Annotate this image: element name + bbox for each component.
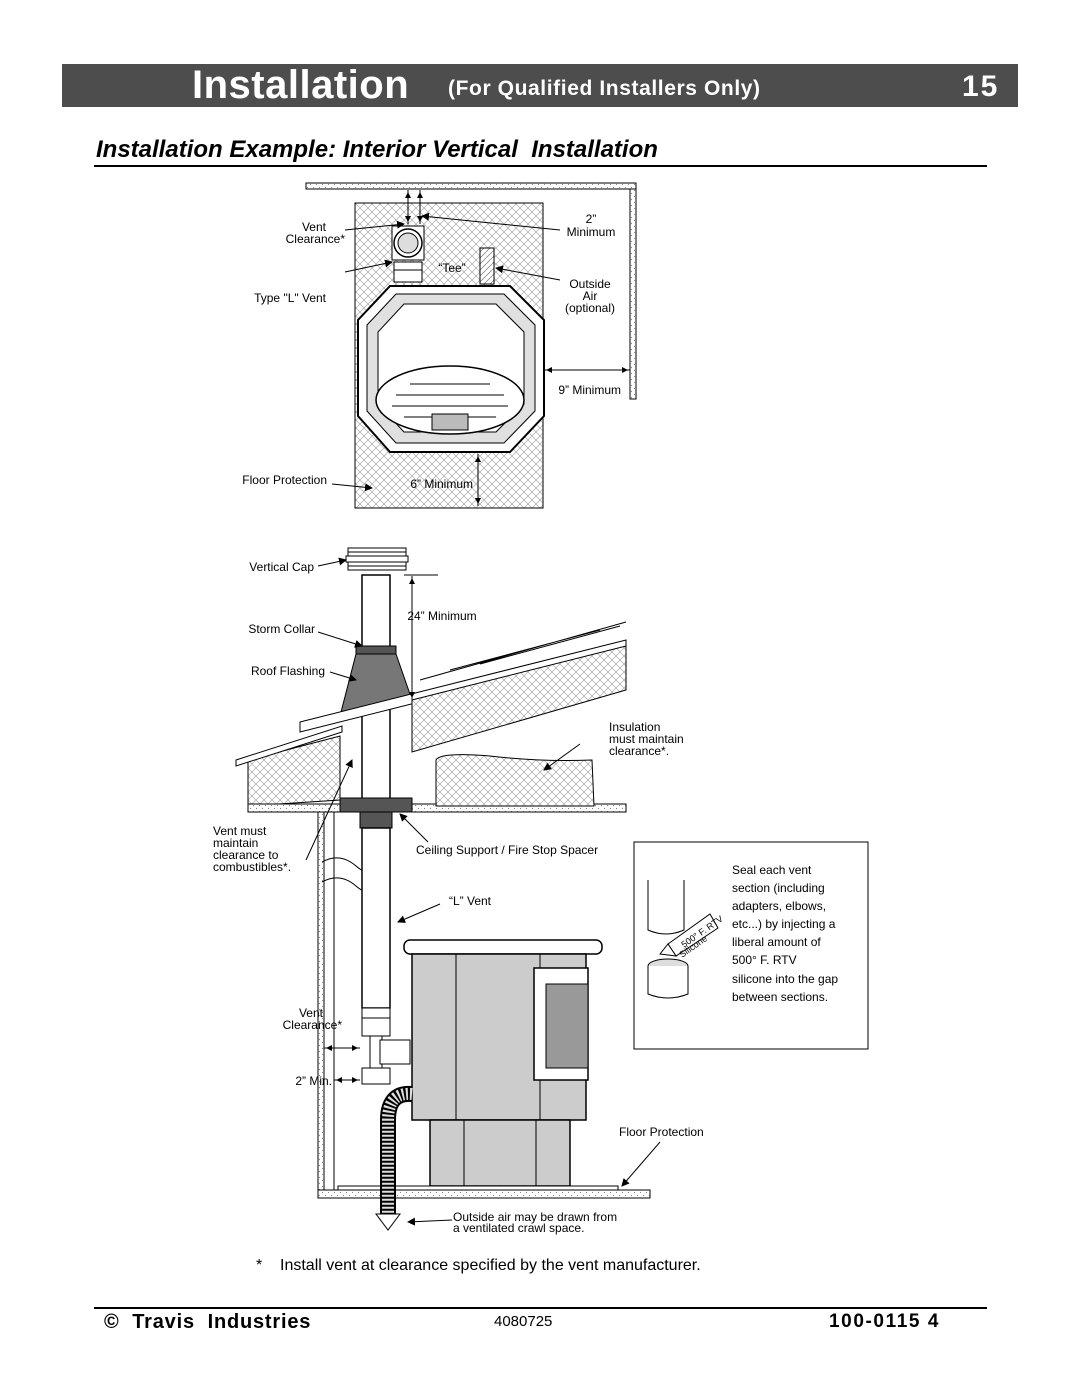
- label-floor-protection-top: Floor Protection: [242, 473, 327, 487]
- label-24in-minimum: 24” Minimum: [407, 609, 476, 623]
- page-header-title: Installation: [192, 63, 410, 107]
- label-2in-min: 2” Min.: [295, 1074, 332, 1088]
- footnote: * Install vent at clearance specified by…: [256, 1257, 701, 1274]
- label-vertical-cap: Vertical Cap: [249, 560, 314, 574]
- seal-text-line: section (including: [732, 881, 825, 895]
- top-view: Vent Clearance* 2” Minimum “Tee” Outside…: [242, 182, 637, 509]
- svg-text:must maintain: must maintain: [609, 732, 684, 746]
- seal-instructions-box: 500° F. RTV Silicone Seal each vent sect…: [633, 841, 869, 1050]
- label-tee: “Tee”: [438, 261, 465, 275]
- svg-text:Clearance*: Clearance*: [283, 1018, 343, 1032]
- label-vent-clearance-top: Vent: [302, 220, 327, 234]
- svg-text:Minimum: Minimum: [567, 225, 616, 239]
- label-floor-protection-side: Floor Protection: [619, 1125, 704, 1139]
- label-vent-clearance-side: Vent: [299, 1006, 324, 1020]
- label-storm-collar: Storm Collar: [248, 622, 315, 636]
- label-9in-minimum: 9” Minimum: [558, 383, 621, 397]
- svg-text:clearance*.: clearance*.: [609, 744, 669, 758]
- svg-text:Air: Air: [583, 289, 598, 303]
- footer-brand: © Travis Industries: [104, 1311, 312, 1333]
- svg-text:a ventilated crawl space.: a ventilated crawl space.: [453, 1221, 584, 1235]
- label-2in-minimum: 2”: [586, 212, 597, 226]
- label-l-vent: “L” Vent: [449, 894, 492, 908]
- label-insulation: Insulation: [609, 720, 660, 734]
- label-type-l-vent: Type "L" Vent: [254, 291, 327, 305]
- seal-text-line: between sections.: [732, 990, 828, 1004]
- footer-rule: [94, 1307, 987, 1309]
- svg-text:(optional): (optional): [565, 301, 615, 315]
- label-ceiling-support: Ceiling Support / Fire Stop Spacer: [416, 843, 598, 857]
- seal-text-line: Seal each vent: [732, 863, 812, 877]
- seal-text-line: etc...) by injecting a: [732, 917, 836, 931]
- header-bar: [62, 64, 1018, 107]
- side-view: Vertical Cap 24” Minimum Storm Collar Ro…: [213, 547, 704, 1235]
- seal-text-line: silicone into the gap: [732, 972, 838, 986]
- seal-text-line: 500° F. RTV: [732, 953, 797, 967]
- footer-part-number: 100-0115 4: [829, 1311, 941, 1332]
- section-title: Installation Example: Interior Vertical …: [96, 136, 658, 163]
- page-number: 15: [962, 70, 1000, 103]
- svg-text:clearance to: clearance to: [213, 848, 279, 862]
- svg-text:combustibles*.: combustibles*.: [213, 860, 291, 874]
- seal-text-line: liberal amount of: [732, 935, 821, 949]
- seal-text-line: adapters, elbows,: [732, 899, 826, 913]
- svg-text:maintain: maintain: [213, 836, 258, 850]
- label-6in-minimum: 6” Minimum: [410, 477, 473, 491]
- label-vent-must-maintain: Vent must: [213, 824, 267, 838]
- label-outside-air: Outside: [569, 277, 611, 291]
- page-header-subtitle: (For Qualified Installers Only): [448, 77, 761, 100]
- footer-doc-code: 4080725: [494, 1313, 553, 1330]
- section-rule: [94, 165, 987, 167]
- svg-text:Clearance*: Clearance*: [286, 232, 346, 246]
- label-roof-flashing: Roof Flashing: [251, 664, 325, 678]
- label-outside-air-crawl: Outside air may be drawn from: [453, 1210, 617, 1224]
